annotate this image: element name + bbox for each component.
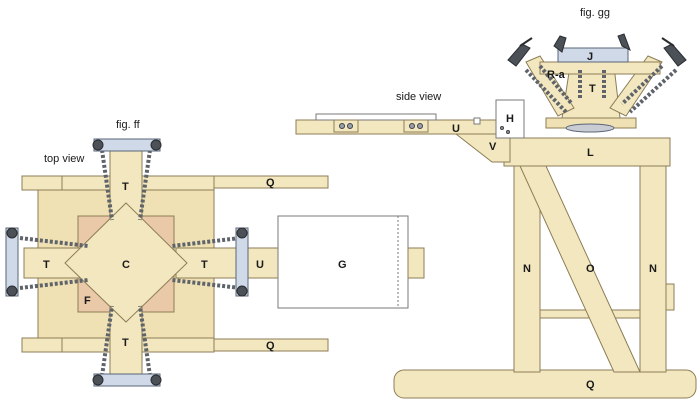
label-n-left: N [523, 263, 531, 275]
label-q-bottom: Q [266, 340, 275, 352]
frame-crossbar-top [21, 175, 63, 191]
label-u-side: U [452, 123, 460, 135]
clamp-j [557, 47, 629, 63]
chains [19, 149, 241, 377]
label-t-bottom: T [122, 337, 129, 349]
label-t-right: T [201, 259, 208, 271]
hinge-1-screw-b [347, 123, 353, 129]
caption-fig-ff: fig. ff [116, 119, 141, 131]
clamp-bar-bottom [93, 373, 161, 387]
bracket-v [454, 133, 511, 163]
block-h [495, 99, 525, 139]
block-h-dot-b [506, 130, 510, 134]
label-v: V [489, 141, 497, 153]
label-t-top: T [122, 181, 129, 193]
hinge-2-screw-b [417, 123, 423, 129]
label-n-right: N [649, 263, 657, 275]
side-chains [524, 64, 678, 114]
hinge-1-screw-a [339, 123, 345, 129]
center-hub-c [64, 202, 188, 323]
hinge-2 [403, 119, 429, 133]
hinge-2-screw-a [409, 123, 415, 129]
label-h: H [506, 113, 514, 125]
block-h-stud [473, 117, 481, 125]
label-g: G [338, 259, 347, 271]
side-block [665, 283, 675, 311]
tabletop-l [503, 137, 671, 167]
label-j: J [587, 51, 593, 63]
hinge-1 [333, 119, 359, 133]
leg-n-right [639, 165, 667, 373]
caption-top-view: top view [44, 153, 84, 165]
arm-r-a-left [525, 55, 575, 117]
label-q-side: Q [586, 379, 595, 391]
caption-fig-gg: fig. gg [580, 7, 610, 19]
label-o: O [586, 263, 595, 275]
platen-g-tab [407, 247, 425, 279]
label-q-top: Q [266, 177, 275, 189]
label-f: F [84, 295, 91, 307]
label-u-top: U [256, 259, 264, 271]
label-t-side: T [589, 83, 596, 95]
platen-g-side [315, 113, 437, 121]
side-view-figure: fig. gg side view J R-a T H U V L N O N … [295, 7, 697, 399]
frame-crossbar-bottom [21, 337, 63, 353]
top-view-figure: fig. ff top view T T C T F T U G Q Q [5, 119, 425, 387]
clamp-c-left [507, 37, 533, 67]
bearing [565, 123, 615, 133]
caption-side-view: side view [396, 91, 441, 103]
label-c: C [122, 259, 130, 271]
block-h-dot-a [500, 126, 504, 130]
label-l: L [587, 147, 594, 159]
clamp-c-right [661, 37, 687, 67]
clamp-c-left2 [553, 35, 567, 53]
clamp-bar-top [93, 138, 161, 152]
label-r-a: R-a [547, 69, 566, 81]
clamp-knobs [6, 139, 248, 386]
clamp-c-right2 [617, 33, 631, 52]
base-q [393, 369, 697, 399]
label-t-left: T [43, 259, 50, 271]
platen-g [277, 215, 409, 309]
